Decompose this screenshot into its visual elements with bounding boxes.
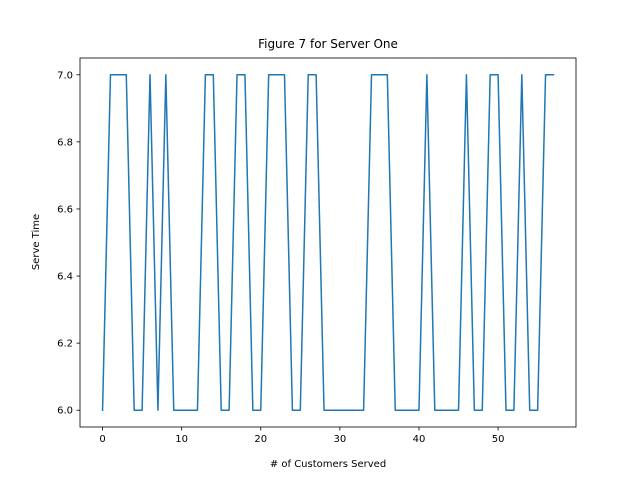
x-tick-label: 20 <box>254 434 267 445</box>
x-axis-label: # of Customers Served <box>270 459 386 470</box>
y-tick-label: 6.0 <box>57 406 73 417</box>
x-tick-label: 10 <box>175 434 188 445</box>
y-tick-label: 6.8 <box>57 137 73 148</box>
y-axis-label: Serve Time <box>31 214 42 270</box>
chart-title: Figure 7 for Server One <box>258 37 398 51</box>
x-tick-label: 0 <box>99 434 105 445</box>
y-tick-label: 6.6 <box>57 204 73 215</box>
series-line-0 <box>101 74 555 411</box>
x-tick-label: 30 <box>333 434 346 445</box>
y-tick-label: 6.4 <box>57 272 73 283</box>
y-tick-label: 6.2 <box>57 339 73 350</box>
y-tick-label: 7.0 <box>57 70 73 81</box>
x-tick-label: 40 <box>413 434 426 445</box>
x-tick-label: 50 <box>492 434 505 445</box>
plot-area: 0 10 20 30 40 50 6.0 6.2 6.4 6.6 6.8 7.0 <box>57 57 577 445</box>
plot-frame <box>79 57 577 428</box>
